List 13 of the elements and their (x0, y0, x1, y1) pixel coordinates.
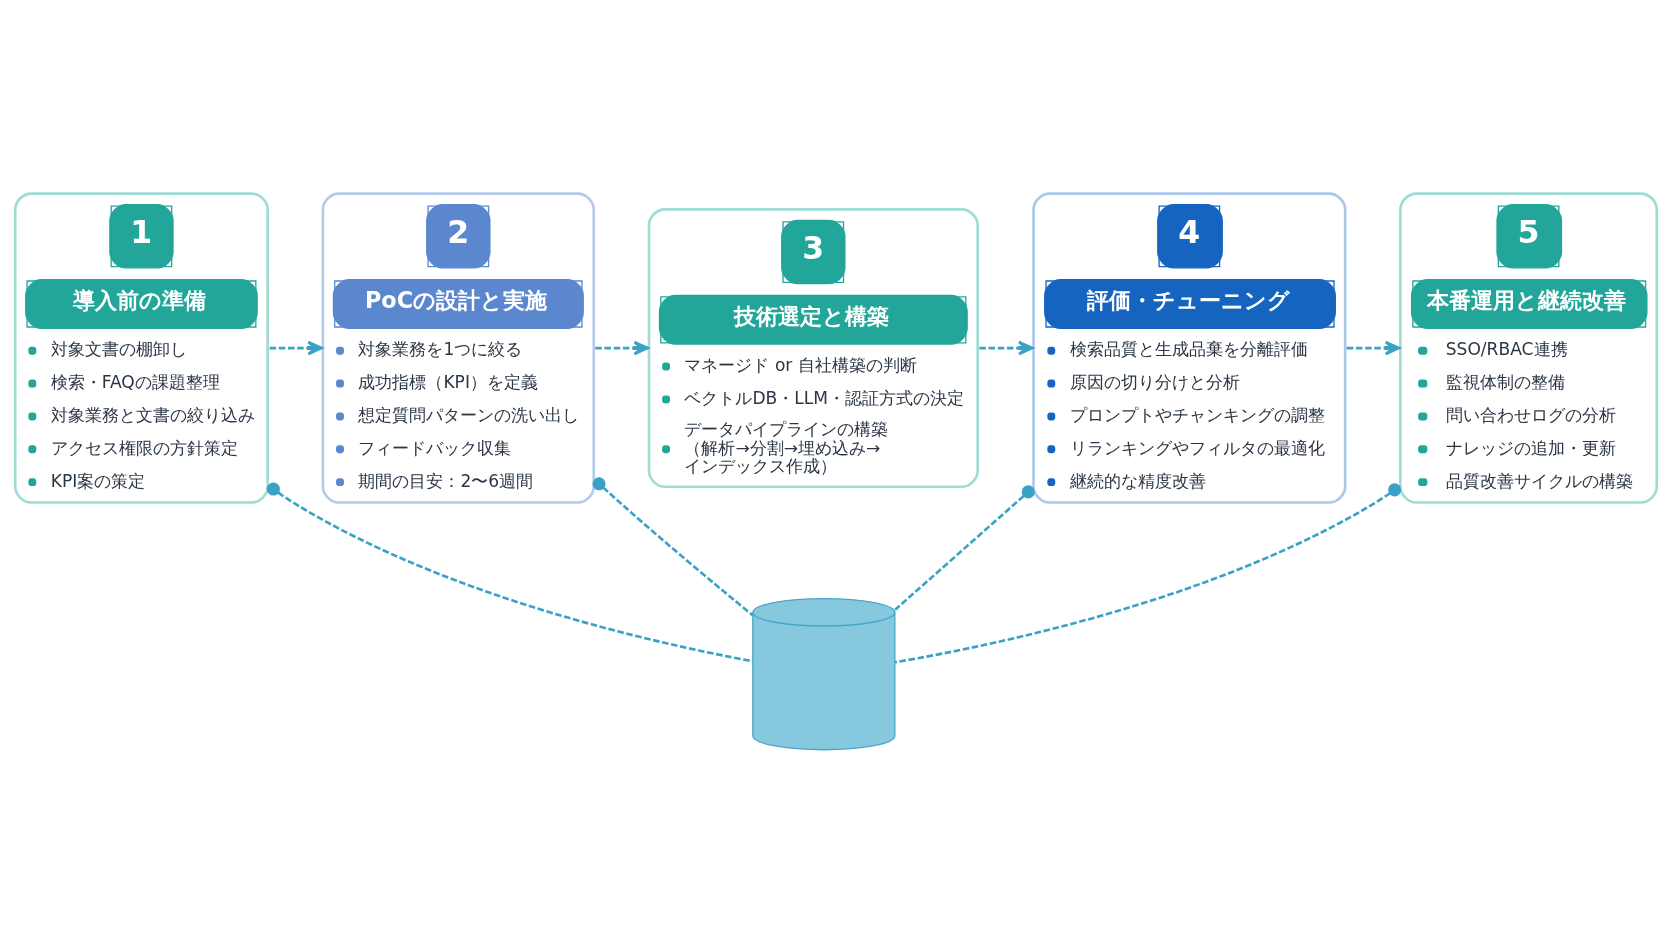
arrow (269, 340, 323, 355)
connector (592, 476, 754, 616)
connector (894, 482, 1402, 664)
node-box: 5 本番運用と継続改善 SSO/RBAC連携 監視体制の整備 問い合わせログの分析 ナレッジの追加・更新 品質改善サイクルの構築 (1399, 191, 1659, 504)
arrow (595, 340, 649, 355)
node-box: 1 導入前の準備 対象文書の棚卸し 検索・FAQの課題整理 対象業務と文書の絞り込み アクセス権限の方針策定 KPI案の策定 (13, 191, 269, 504)
arrow (1346, 340, 1401, 355)
node-box: 4 評価・チューニング 検索品質と生成品棄を分離評価 原因の切り分けと分析 プロンプトやチャンキングの調整 リランキングやフィルタの最適化 継続的な精度改善 (1032, 191, 1347, 504)
node-box: 3 技術選定と構築 マネージド or 自社構築の判断 ベクトルDB・LLM・認証方式の決定 データパイプラインの構築（解析→分割→埋め込み→インデックス作成） (647, 207, 979, 488)
node-box: 2 PoCの設計と実施 対象業務を1つに絞る 成功指標（KPI）を定義 想定質問パターンの洗い出し フィードバック収集 期間の目安：2〜6週間 (321, 191, 596, 504)
connector (266, 481, 753, 663)
connector (894, 484, 1035, 611)
arrow (979, 340, 1034, 355)
